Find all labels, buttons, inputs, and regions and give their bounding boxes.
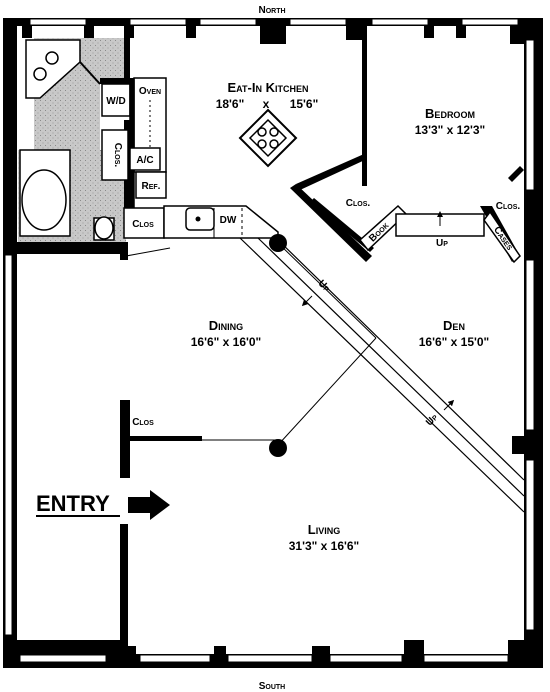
up-ramp-bottom-label: Up <box>424 412 440 428</box>
entry-arrow <box>128 490 170 520</box>
dw-label: DW <box>220 215 237 226</box>
kitchen-dim-w: 18'6" <box>216 97 245 111</box>
east-windows <box>512 39 535 631</box>
living-name: Living <box>308 522 340 537</box>
dining-name: Dining <box>209 318 243 333</box>
dining-dims: 16'6" x 16'0" <box>191 335 261 349</box>
up-ramp-top-label: Up <box>316 278 332 294</box>
wd-label: W/D <box>106 96 125 107</box>
columns <box>125 234 377 457</box>
south-windows <box>19 640 524 668</box>
bedroom-name: Bedroom <box>425 106 475 121</box>
clos-kitchen-label: Clos <box>132 219 154 230</box>
compass-south: South <box>259 681 286 692</box>
cases-label: Cases <box>491 225 515 253</box>
diagonal-ramp <box>239 237 525 513</box>
bathroom-fixtures <box>19 39 115 241</box>
living-dims: 31'3" x 16'6" <box>289 539 359 553</box>
clos-dining-label: Clos <box>132 417 154 428</box>
den-name: Den <box>443 318 465 333</box>
up-bedroom-label: Up <box>436 238 448 249</box>
oven-label: Oven <box>139 86 161 97</box>
bedroom-dims: 13'3" x 12'3" <box>415 123 485 137</box>
kitchen-island <box>238 108 298 168</box>
stair-arrows <box>301 211 455 411</box>
vanity-edge <box>79 61 101 85</box>
kitchen-dim-h: 15'6" <box>290 97 319 111</box>
ac-label: A/C <box>136 155 153 166</box>
clos-vertical-label: Clos. <box>112 143 123 168</box>
den-dims: 16'6" x 15'0" <box>419 335 489 349</box>
ref-label: Ref. <box>142 181 161 192</box>
north-windows <box>22 18 524 44</box>
clos-bedroom-right-label: Clos. <box>496 201 521 212</box>
kitchen-dim-x: x <box>263 97 270 111</box>
kitchen-name: Eat-In Kitchen <box>228 80 309 95</box>
entry-label: ENTRY <box>36 491 110 516</box>
kitchen-cabinets <box>101 77 167 239</box>
west-windows <box>4 254 13 636</box>
clos-bedroom-left-label: Clos. <box>346 198 371 209</box>
compass-north: North <box>258 5 285 16</box>
